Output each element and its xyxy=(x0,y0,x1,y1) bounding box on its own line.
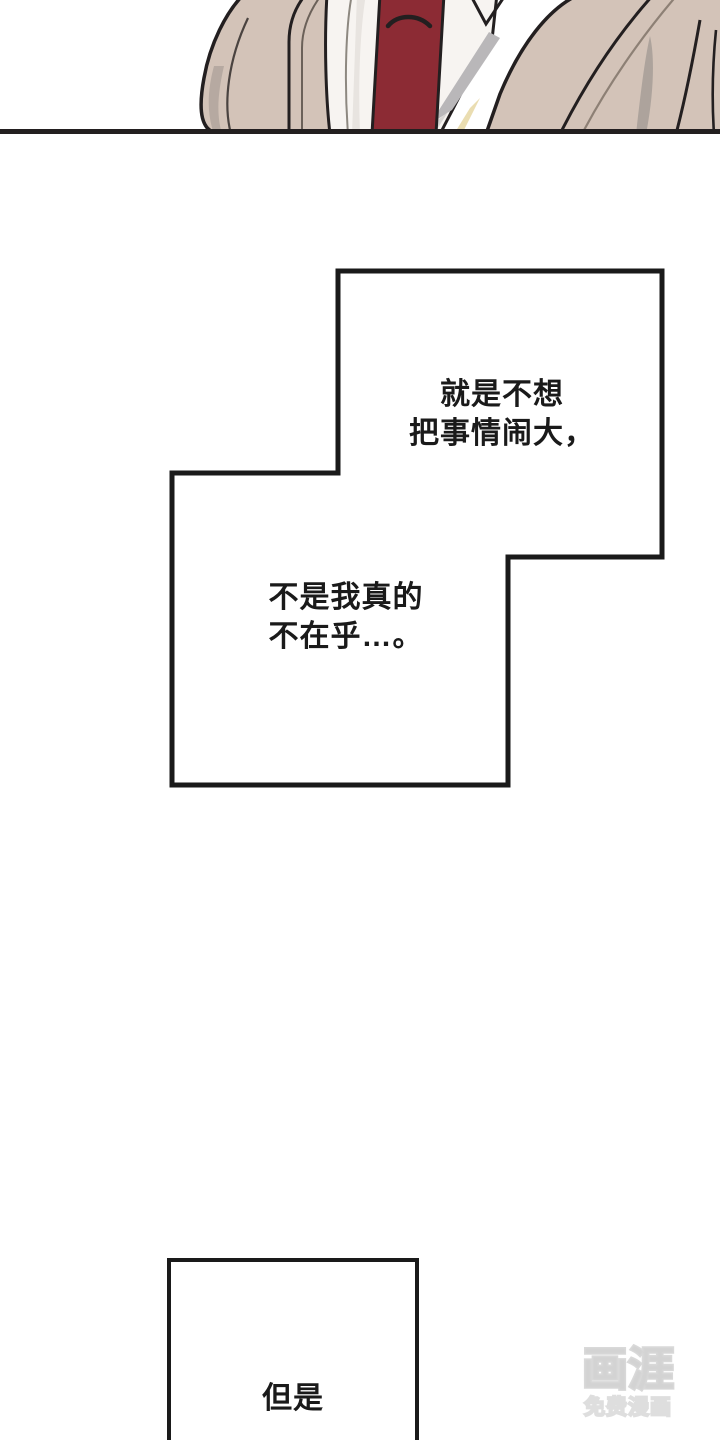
panel-bottom-border xyxy=(0,129,720,134)
jacket-right-fold-a xyxy=(558,0,651,134)
shirt-warm-highlight xyxy=(454,98,480,134)
shirt-right-shadow xyxy=(430,32,500,124)
necktie-knot-curve xyxy=(385,14,433,29)
watermark-logo-text: 画涯 xyxy=(581,1343,676,1395)
jacket-right-shape xyxy=(484,0,720,134)
comic-art-panel xyxy=(0,0,720,134)
shirt-left-fold xyxy=(344,0,352,134)
speech-bubble-outline xyxy=(169,268,665,788)
watermark-subtitle-text: 免费漫画 xyxy=(583,1396,672,1419)
necktie-shape xyxy=(370,0,446,134)
speech-bubble-upper-text: 就是不想 把事情闹大， xyxy=(409,378,595,450)
jacket-left-shadow xyxy=(208,66,224,134)
jacket-right-shadow-blade xyxy=(636,36,653,134)
shirt-left-shade xyxy=(352,0,366,134)
jacket-left-lapel-edge xyxy=(287,0,304,134)
jacket-right-fold-b xyxy=(581,0,675,134)
jacket-far-right-fold xyxy=(711,29,718,134)
speech-bubble-stepped xyxy=(168,267,668,791)
shirt-collar-v xyxy=(471,0,504,27)
speech-bubble-lower-text: 不是我真的 不在乎…。 xyxy=(268,581,424,653)
jacket-left-fold xyxy=(226,17,249,134)
watermark: 画涯 免费漫画 xyxy=(552,1343,704,1420)
bottom-speech-panel xyxy=(167,1258,419,1440)
jacket-left-shape xyxy=(199,0,342,134)
jacket-left-lapel-inner xyxy=(301,0,319,134)
jacket-right-fold-c xyxy=(674,19,702,134)
bottom-panel-text: 但是 xyxy=(262,1382,324,1415)
